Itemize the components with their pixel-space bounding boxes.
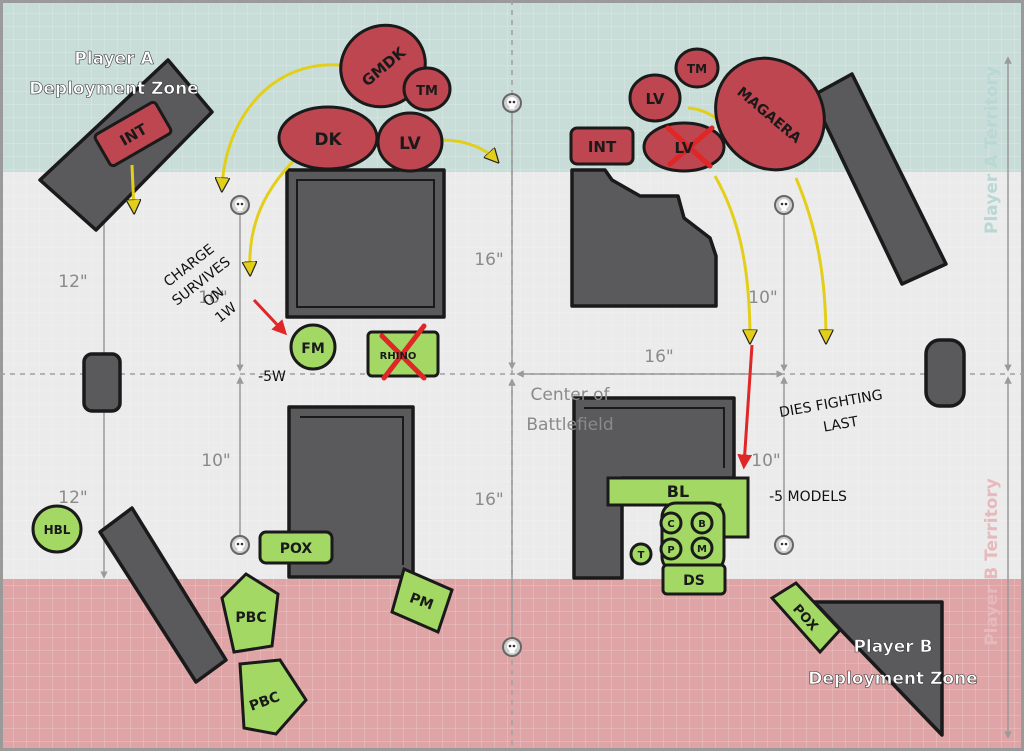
label-pm: PM (407, 590, 435, 613)
measure-right-obj-upper: 10" (748, 288, 777, 308)
terrain-barricade-left (82, 352, 122, 413)
arrow-charge-fm (252, 298, 288, 336)
label-tm-right: TM (687, 62, 707, 76)
label-lv-right: LV (645, 90, 664, 108)
objective-marker-right-lower (774, 535, 794, 555)
terrain-inner-wall-top-left (296, 179, 435, 308)
player-a-deploy-title-line1: Player A (74, 49, 154, 69)
measure-center-lower: 16" (474, 490, 503, 510)
unit-pox-left (258, 530, 334, 565)
unit-ds (661, 563, 727, 596)
note-dies-line2: LAST (822, 414, 860, 436)
label-lv-left: LV (399, 134, 421, 154)
terrain-ruin-top-right (570, 168, 718, 308)
label-rhino: RHINO (380, 351, 417, 362)
objective-marker-top (502, 93, 522, 113)
label-int-right: INT (588, 138, 617, 156)
note-fm-wounds: -5W (258, 369, 286, 385)
player-b-deploy-title-line2: Deployment Zone (808, 669, 977, 689)
terrain-building-top-left (285, 168, 446, 319)
objective-marker-left-lower (230, 535, 250, 555)
terrain-ruin-bottom-right (812, 600, 944, 737)
measure-right-obj-lower: 10" (751, 451, 780, 471)
note-bl-models: -5 MODELS (769, 489, 847, 505)
measure-left-obj-upper: 10" (198, 288, 227, 308)
label-dk: DK (314, 130, 342, 150)
player-a-territory-label: Player A Territory (982, 66, 1002, 234)
cross-lv-b (667, 125, 715, 167)
unit-lv-left (376, 111, 444, 173)
arrow-charge-bl (737, 344, 754, 470)
arrow-int-left-move (132, 164, 134, 210)
measure-left-lower: 12" (58, 488, 87, 508)
player-b-deploy-title-line1: Player B (853, 637, 932, 657)
measure-center-upper: 16" (474, 250, 503, 270)
unit-int-left (93, 100, 173, 168)
label-tm-top: TM (416, 84, 438, 99)
label-c: C (667, 519, 674, 530)
label-p: P (667, 545, 674, 556)
label-pox-left: POX (280, 541, 313, 557)
unit-t (629, 542, 653, 566)
terrain-inner-wall-bottom-left (300, 416, 404, 565)
objective-marker-left-upper (230, 195, 250, 215)
measure-left-upper: 12" (58, 272, 87, 292)
label-fm: FM (301, 341, 325, 357)
unit-hbl (31, 504, 83, 554)
unit-pm (390, 566, 454, 635)
label-ds: DS (683, 573, 705, 589)
center-label-line2: Battlefield (526, 415, 613, 435)
unit-c (659, 511, 683, 535)
cross-rhino-b (381, 323, 427, 381)
center-label-line1: Center of (530, 385, 610, 405)
terrain-ruin-bottom-left (98, 506, 228, 684)
unit-pox-right (769, 581, 843, 655)
label-hbl: HBL (44, 523, 71, 537)
arrow-magaera-move (794, 177, 826, 340)
arrow-lv-move (441, 138, 496, 160)
player-a-deploy-title-line2: Deployment Zone (29, 79, 198, 99)
unit-lv-right (628, 73, 682, 123)
objective-marker-right-upper (774, 195, 794, 215)
arrow-int-right-move (713, 175, 750, 340)
arrow-dk-move (250, 148, 306, 272)
terrain-ruin-top-right-edge (810, 72, 948, 286)
unit-int-right (569, 126, 635, 166)
unit-m (690, 536, 714, 560)
unit-b (690, 511, 714, 535)
unit-pbc-lower (238, 658, 308, 736)
unit-tm-top (402, 66, 452, 112)
label-m: M (697, 544, 707, 555)
terrain-inner-wall-bottom-right (584, 407, 725, 468)
unit-pbc-upper (220, 572, 280, 654)
label-pbc-upper: PBC (235, 610, 266, 626)
arrow-gmdk-move (222, 63, 342, 188)
unit-tm-right (674, 47, 720, 89)
unit-p (659, 537, 683, 561)
label-bl: BL (667, 482, 689, 501)
unit-magaera (714, 56, 826, 172)
measure-left-obj-lower: 10" (201, 451, 230, 471)
unit-fm (289, 323, 337, 371)
player-b-territory-label: Player B Territory (982, 478, 1002, 646)
label-t: T (638, 550, 645, 561)
objective-marker-bottom (502, 637, 522, 657)
label-b: B (698, 519, 706, 530)
terrain-barricade-right (924, 338, 966, 408)
label-lv-crossed: LV (674, 139, 693, 157)
measure-center-right: 16" (644, 347, 673, 367)
